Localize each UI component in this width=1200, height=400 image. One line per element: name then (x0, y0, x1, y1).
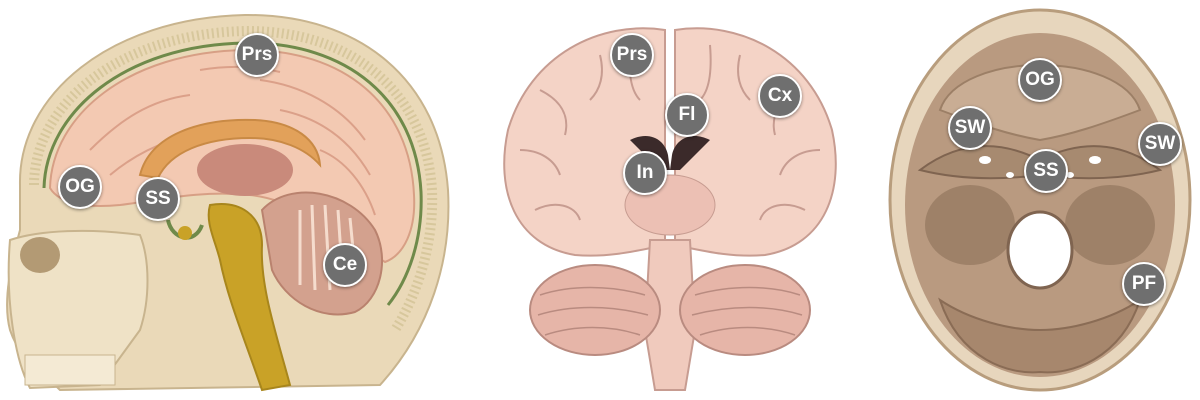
label-prs: Prs (235, 33, 279, 77)
label-in: In (623, 151, 667, 195)
label-fl: Fl (665, 93, 709, 137)
right-cerebellum (680, 265, 810, 355)
left-middle-fossa (925, 185, 1015, 265)
sagittal-head-section-panel: Prs OG SS Ce (0, 0, 470, 400)
foramen-magnum (1008, 212, 1072, 288)
thalamus (197, 144, 293, 196)
teeth (25, 355, 115, 385)
label-sw-left: SW (948, 106, 992, 150)
pituitary-gland (178, 226, 192, 240)
label-sw-right: SW (1138, 122, 1182, 166)
label-ss: SS (1024, 149, 1068, 193)
label-ss: SS (136, 177, 180, 221)
coronal-brain-illustration (480, 0, 860, 400)
label-og: OG (58, 165, 102, 209)
coronal-brain-section-panel: Prs Cx Fl In (480, 0, 860, 400)
label-cx: Cx (758, 74, 802, 118)
right-middle-fossa (1065, 185, 1155, 265)
orbit (20, 237, 60, 273)
label-prs: Prs (610, 33, 654, 77)
left-cerebellum (530, 265, 660, 355)
axial-cranial-base-panel: OG SW SW SS PF (880, 0, 1200, 400)
label-pf: PF (1122, 262, 1166, 306)
label-og: OG (1018, 58, 1062, 102)
label-ce: Ce (323, 243, 367, 287)
